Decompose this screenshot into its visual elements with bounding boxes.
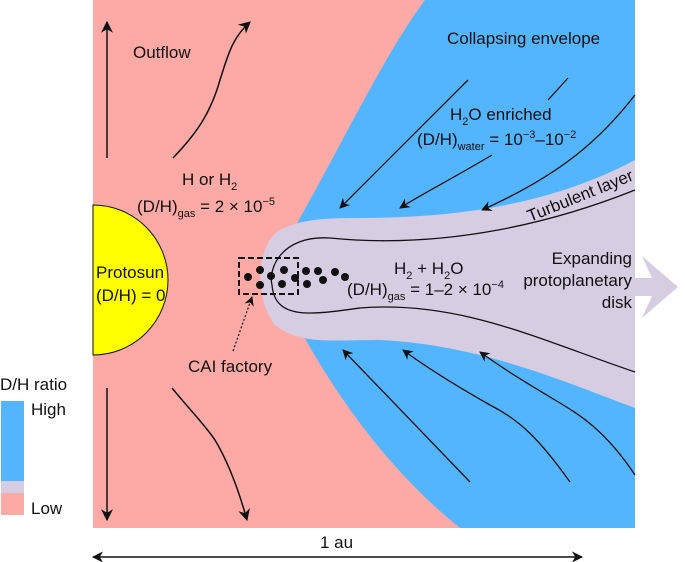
- cai-factory-label: CAI factory: [188, 357, 273, 376]
- cai-dot: [256, 266, 264, 274]
- infall-arrow-lower-1: [342, 349, 471, 483]
- collapsing-envelope-label: Collapsing envelope: [447, 29, 600, 48]
- water-dh-label: (D/H)water = 10−3–10−2: [417, 129, 576, 153]
- protosun-dh-label: (D/H) = 0: [96, 286, 165, 305]
- h2-h2o-label: H2 + H2O: [394, 259, 463, 282]
- legend-swatch-low: [1, 493, 24, 515]
- h-or-h2-label: H or H2: [182, 170, 237, 193]
- cai-pointer-arrow: [232, 296, 254, 352]
- cai-dot: [291, 274, 299, 282]
- cai-dot: [278, 280, 286, 288]
- expanding-label-2: protoplanetary: [523, 271, 632, 290]
- turbulent-boundary-lower: [271, 284, 636, 373]
- cai-dot: [319, 276, 327, 284]
- expanding-disk-arrow: [635, 256, 678, 318]
- cai-dot: [314, 267, 322, 275]
- legend-title: D/H ratio: [0, 375, 67, 394]
- cai-dot: [256, 281, 264, 289]
- outflow-arrow-down-curve: [171, 387, 250, 522]
- scale-label: 1 au: [320, 533, 353, 552]
- outflow-arrow-up-curve: [172, 21, 251, 159]
- h2o-enriched-label: H2O enriched: [450, 105, 552, 128]
- expanding-label-1: Expanding: [552, 249, 632, 268]
- cai-dot: [303, 280, 311, 288]
- outer-gas-dh-label: (D/H)gas = 2 × 10−5: [137, 196, 275, 220]
- expanding-label-3: disk: [602, 293, 633, 312]
- infall-arrow-upper-3: [481, 94, 636, 211]
- infall-arrow-upper-1: [339, 79, 469, 209]
- infall-arrow-lower-3: [479, 351, 636, 476]
- protosun: [92, 204, 169, 356]
- legend-low-label: Low: [31, 499, 63, 518]
- cai-dot: [267, 272, 275, 280]
- disk-region: [260, 160, 635, 408]
- legend-swatch-disk: [1, 481, 24, 493]
- cai-dot: [302, 267, 310, 275]
- infall-arrow-upper-2: [400, 77, 569, 208]
- protosun-label: Protosun: [96, 263, 164, 282]
- cai-dot: [280, 266, 288, 274]
- legend-swatch-high: [1, 401, 24, 481]
- infall-arrow-lower-2: [402, 349, 571, 483]
- legend-high-label: High: [31, 400, 66, 419]
- cai-dot: [331, 268, 339, 276]
- cai-dot: [341, 273, 349, 281]
- cai-particles: [244, 266, 349, 289]
- outflow-label: Outflow: [133, 43, 191, 62]
- turbulent-boundary-upper: [270, 189, 636, 286]
- cai-dot: [244, 273, 252, 281]
- inner-gas-dh-label: (D/H)gas = 1–2 × 10−4: [347, 279, 504, 303]
